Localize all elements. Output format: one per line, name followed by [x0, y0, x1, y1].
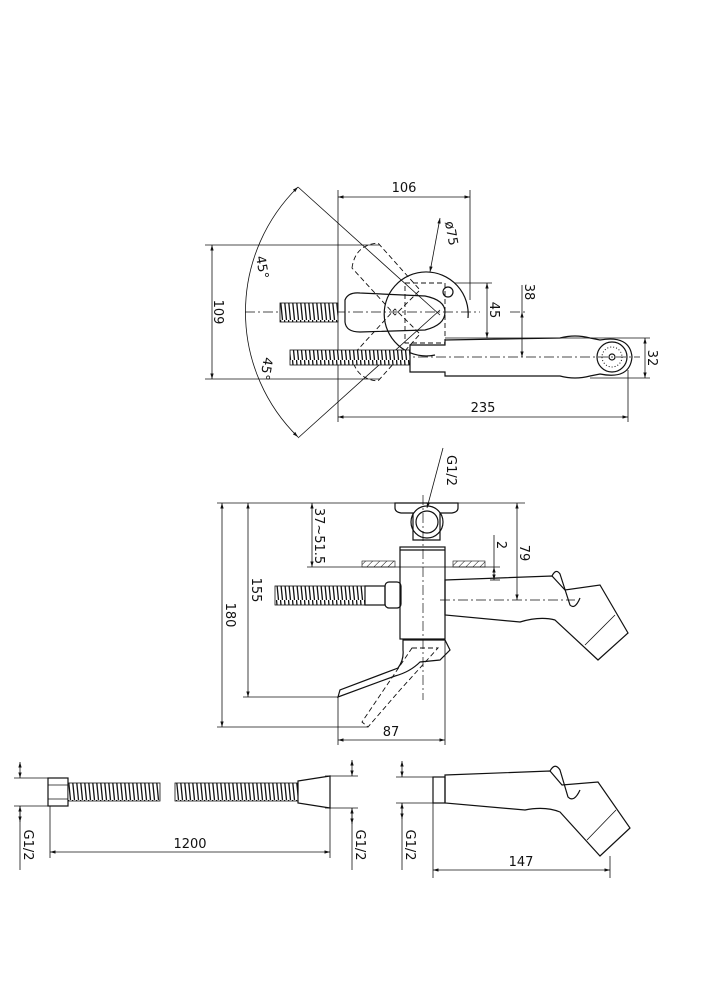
dim-37-51-5: 37~51.5 [311, 508, 326, 564]
hose-icon [174, 782, 299, 802]
dim-diameter-75: ø75 [441, 220, 460, 247]
handspray-view: G1/2 147 [396, 761, 631, 878]
top-view: 106 ø75 109 45° 45° 45 38 32 235 [205, 181, 659, 439]
dim-109: 109 [210, 300, 225, 325]
dim-155: 155 [248, 578, 263, 603]
dim-235: 235 [471, 401, 496, 416]
hose-icon [274, 585, 366, 606]
hose-length: 1200 [173, 837, 206, 852]
angle-upper: 45° [252, 255, 271, 280]
hose-right-thread: G1/2 [352, 830, 367, 861]
dim-79: 79 [516, 545, 531, 562]
dim-2: 2 [493, 541, 508, 549]
angle-lower: 45° [256, 356, 275, 381]
dim-106: 106 [392, 181, 417, 196]
side-view: 180 155 37~51.5 2 79 87 G1/2 [217, 447, 629, 745]
dim-45: 45 [486, 302, 501, 319]
hose-icon [289, 349, 411, 366]
hose-view: G1/2 G1/2 1200 [14, 760, 367, 870]
dim-180: 180 [222, 603, 237, 628]
dim-32: 32 [644, 350, 659, 367]
hose-left-thread: G1/2 [20, 830, 35, 861]
hose-icon [67, 782, 161, 802]
handspray-thread: G1/2 [402, 830, 417, 861]
hose-icon [279, 302, 339, 323]
dim-38: 38 [521, 284, 536, 301]
dim-87: 87 [383, 725, 400, 740]
thread-g12: G1/2 [443, 455, 458, 486]
handspray-length: 147 [509, 855, 534, 870]
